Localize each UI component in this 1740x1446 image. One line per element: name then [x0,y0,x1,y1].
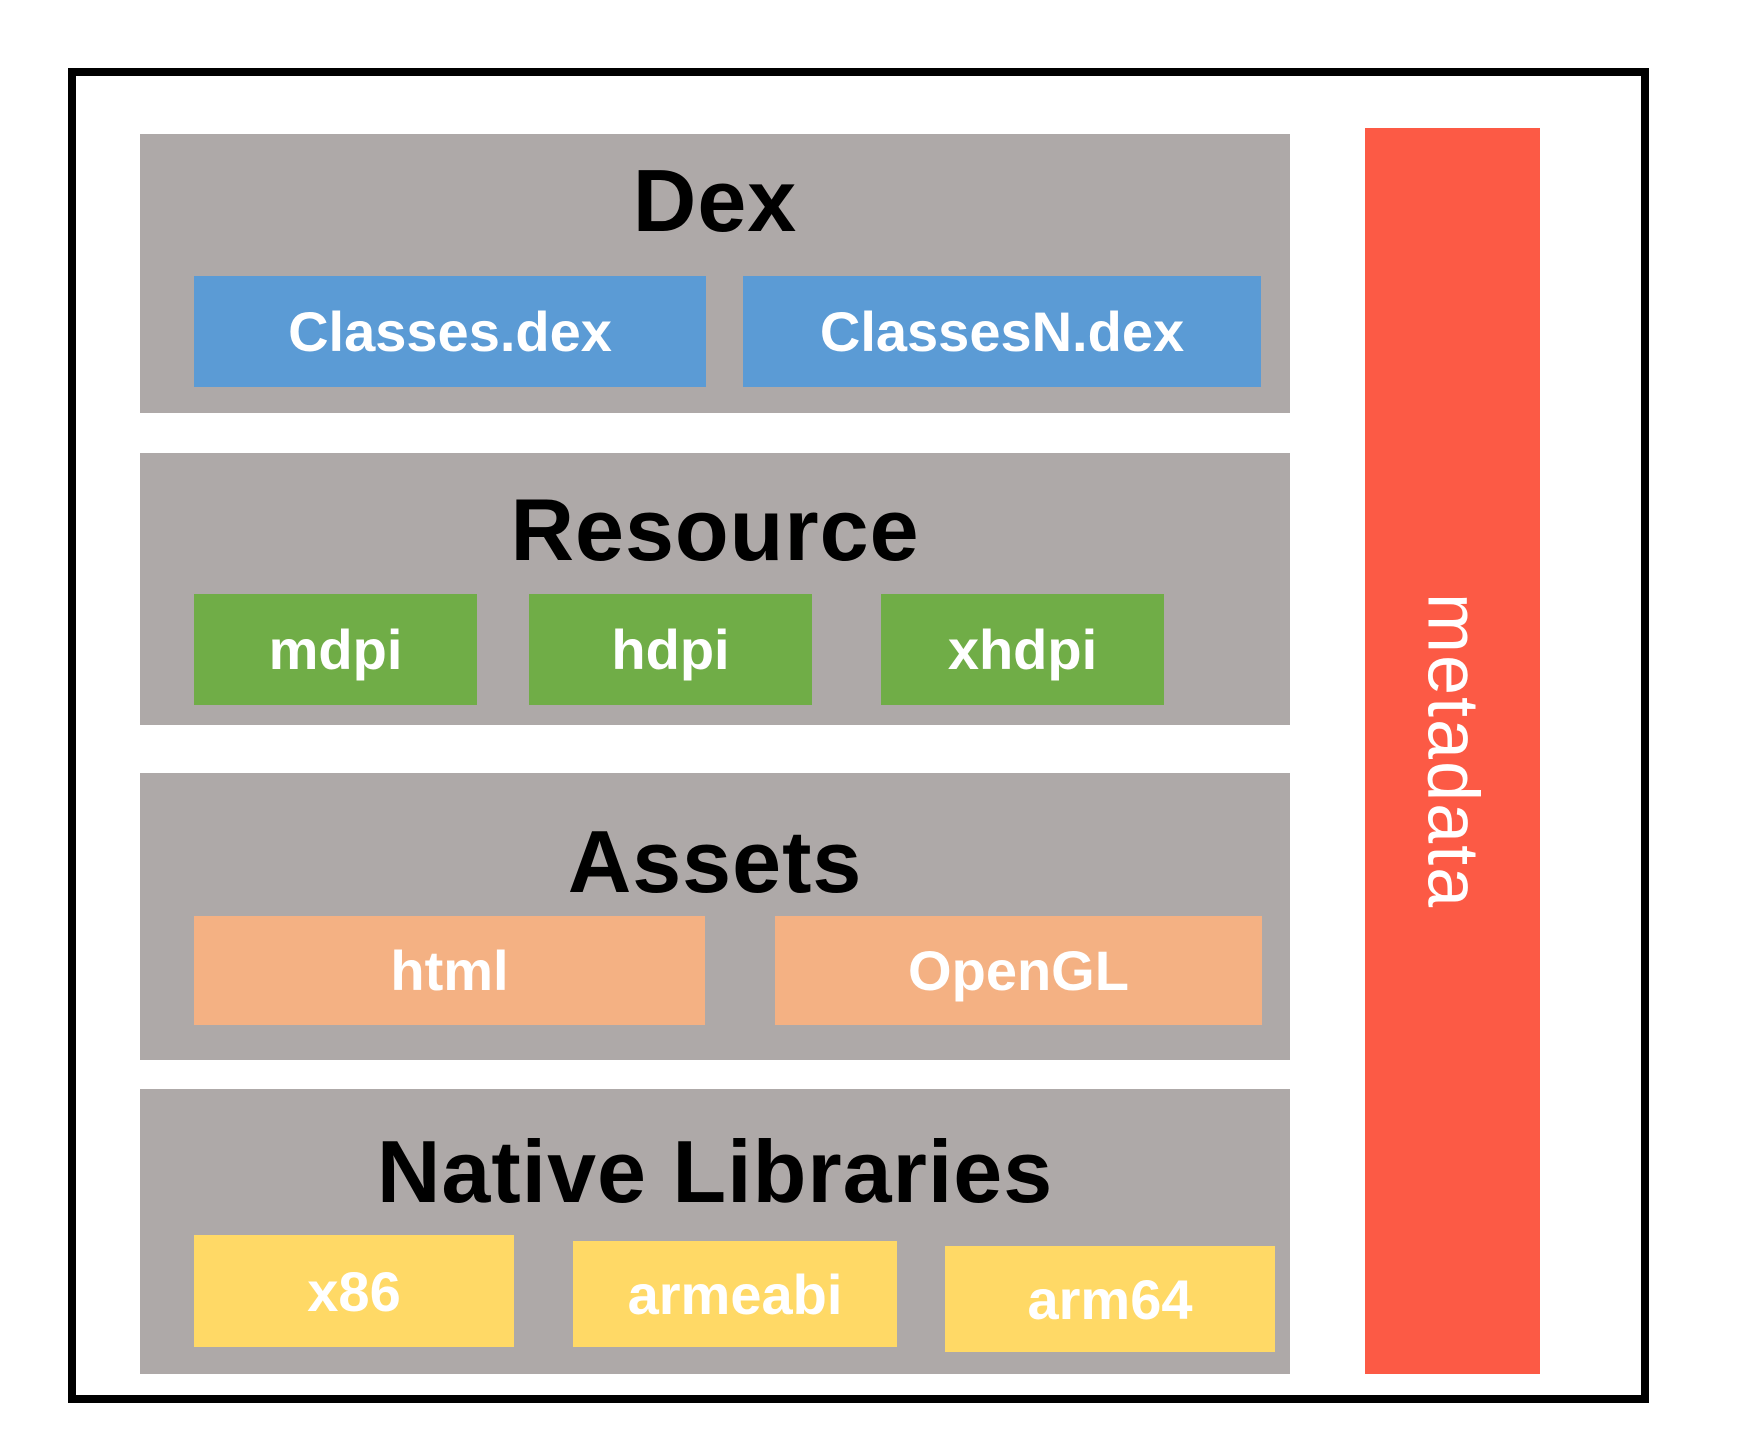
box-armeabi-label: armeabi [627,1262,843,1326]
box-arm64-label: arm64 [1027,1267,1193,1331]
section-native-libraries-title: Native Libraries [376,1122,1054,1221]
box-classes-dex-label: Classes.dex [288,300,612,363]
section-dex: Dex Classes.dex ClassesN.dex [140,134,1290,413]
box-xhdpi-label: xhdpi [947,618,1098,681]
section-native-libraries: Native Libraries x86 armeabi arm64 [140,1089,1290,1374]
box-html: html [194,916,705,1025]
box-mdpi: mdpi [194,594,477,705]
box-classes-dex: Classes.dex [194,276,706,387]
box-xhdpi: xhdpi [881,594,1164,705]
box-opengl: OpenGL [775,916,1262,1025]
section-assets-title: Assets [567,812,863,911]
section-dex-title: Dex [632,151,798,250]
box-classesn-dex: ClassesN.dex [743,276,1261,387]
box-armeabi: armeabi [573,1241,897,1347]
metadata-sidebar-label: metadata [1412,592,1493,910]
box-x86: x86 [194,1235,514,1347]
box-hdpi: hdpi [529,594,812,705]
box-mdpi-label: mdpi [268,618,403,681]
section-resource: Resource mdpi hdpi xhdpi [140,453,1290,725]
metadata-sidebar: metadata [1365,128,1540,1374]
section-resource-title: Resource [510,480,920,579]
box-arm64: arm64 [945,1246,1275,1352]
diagram-outer-frame [68,68,1649,1403]
box-hdpi-label: hdpi [611,618,730,681]
box-opengl-label: OpenGL [908,939,1129,1002]
section-assets: Assets html OpenGL [140,773,1290,1060]
box-classesn-dex-label: ClassesN.dex [819,300,1185,363]
box-html-label: html [390,939,509,1002]
box-x86-label: x86 [307,1259,401,1323]
